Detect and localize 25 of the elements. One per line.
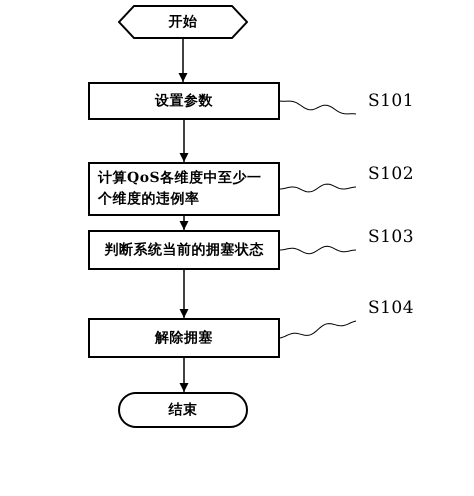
step-label: S101 xyxy=(368,90,414,114)
node-text: 计算QoS各维度中至少一个维度的违例率 xyxy=(98,168,263,209)
arrow xyxy=(180,270,188,318)
leader-line xyxy=(280,184,356,192)
node-text: 开始 xyxy=(168,12,198,32)
start-hexagon xyxy=(118,5,248,39)
step-label: S104 xyxy=(368,297,414,320)
node-text: 解除拥塞 xyxy=(155,328,213,348)
process-box xyxy=(88,162,280,216)
step-label: S102 xyxy=(368,163,414,186)
leader-line xyxy=(280,100,356,114)
process-box xyxy=(88,318,280,358)
arrow xyxy=(180,358,188,392)
node-text: 结束 xyxy=(168,400,198,420)
step-label: S103 xyxy=(368,226,414,250)
leader-line xyxy=(280,246,356,254)
leader-line xyxy=(280,320,356,338)
arrow xyxy=(180,120,188,162)
process-box xyxy=(88,230,280,270)
arrow xyxy=(178,39,188,82)
arrow xyxy=(180,216,188,230)
node-text: 判断系统当前的拥塞状态 xyxy=(104,240,264,260)
node-text: 设置参数 xyxy=(155,92,213,110)
process-box xyxy=(88,82,280,120)
end-terminal xyxy=(118,392,248,428)
